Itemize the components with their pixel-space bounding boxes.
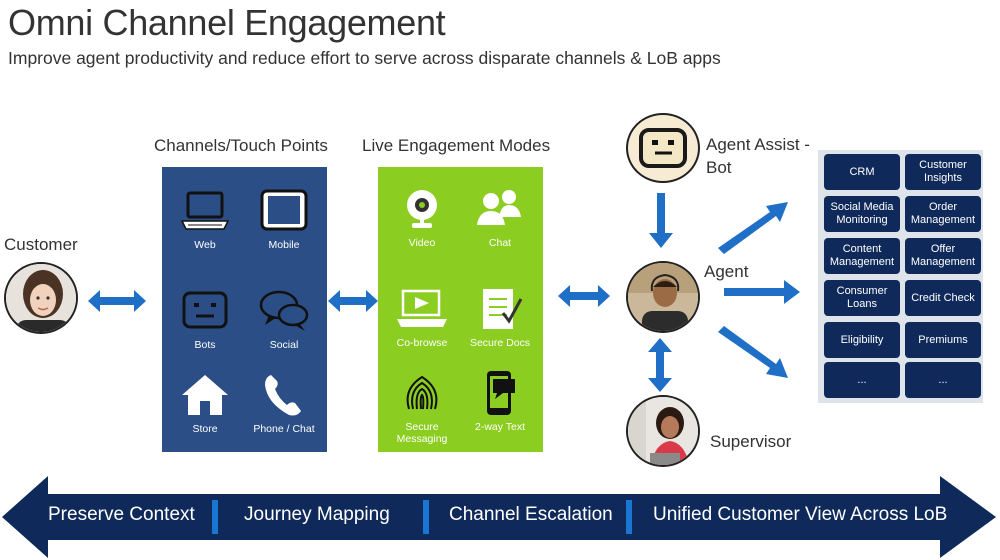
- lob-offer-management: Offer Management: [905, 238, 981, 274]
- agent-apps-arrow-right: [724, 280, 800, 304]
- capabilities-band: [2, 476, 996, 558]
- band-journey-mapping: Journey Mapping: [244, 504, 390, 525]
- channels-heading: Channels/Touch Points: [154, 136, 328, 155]
- customer-label: Customer: [4, 235, 78, 254]
- mode-secure-messaging-label: Secure Messaging: [396, 421, 448, 445]
- channel-mobile: Mobile: [244, 177, 324, 267]
- page-subtitle: Improve agent productivity and reduce ef…: [8, 48, 721, 68]
- agent-avatar: [626, 261, 700, 333]
- channel-phone-chat: Phone / Chat: [244, 361, 324, 451]
- lob-more-2: ...: [905, 362, 981, 398]
- smartphone-text-icon: [487, 371, 515, 415]
- channel-bots: Bots: [165, 277, 245, 367]
- house-icon: [182, 375, 228, 415]
- phone-icon: [265, 375, 301, 416]
- agent-assist-label: Agent Assist - Bot: [706, 135, 810, 177]
- mode-chat: Chat: [460, 175, 540, 265]
- cobrowse-icon: [397, 289, 447, 327]
- band-separator: [626, 500, 632, 534]
- fingerprint-icon: [406, 375, 438, 410]
- channel-store: Store: [165, 361, 245, 451]
- channel-web-label: Web: [194, 239, 216, 251]
- lob-order-management: Order Management: [905, 196, 981, 232]
- supervisor-label: Supervisor: [710, 432, 792, 451]
- agent-apps-arrow-up: [718, 202, 788, 254]
- lob-consumer-loans: Consumer Loans: [824, 280, 900, 316]
- lob-customer-insights: Customer Insights: [905, 154, 981, 190]
- chat-people-icon: [477, 190, 521, 225]
- band-separator: [423, 500, 429, 534]
- lob-apps-panel: [818, 150, 983, 403]
- channel-web: Web: [165, 177, 245, 267]
- lob-credit-check: Credit Check: [905, 280, 981, 316]
- lob-more-1: ...: [824, 362, 900, 398]
- mode-chat-label: Chat: [488, 237, 512, 249]
- channel-mobile-label: Mobile: [268, 239, 300, 251]
- band-unified-customer-view: Unified Customer View Across LoB: [653, 504, 948, 525]
- tablet-icon: [260, 189, 308, 231]
- channels-modes-arrow: [328, 290, 378, 312]
- checklist-doc-icon: [483, 289, 523, 329]
- modes-agent-arrow: [558, 285, 610, 307]
- mode-secure-docs: Secure Docs: [460, 275, 540, 365]
- customer-channels-arrow: [88, 290, 146, 312]
- channels-panel: Web Mobile Bots Social Store: [162, 167, 327, 452]
- agent-apps-arrow-down: [718, 326, 788, 378]
- mode-secure-docs-label: Secure Docs: [469, 337, 531, 349]
- speech-bubbles-icon: [259, 290, 309, 331]
- channel-bots-label: Bots: [194, 339, 216, 351]
- band-preserve-context: Preserve Context: [48, 504, 195, 525]
- lob-eligibility: Eligibility: [824, 322, 900, 358]
- mode-2way-text: 2-way Text: [460, 359, 540, 449]
- lob-social-media-monitoring: Social Media Monitoring: [824, 196, 900, 232]
- lob-premiums: Premiums: [905, 322, 981, 358]
- agent-label: Agent: [704, 262, 749, 281]
- agent-assist-bot-avatar: [626, 113, 700, 183]
- mode-video-label: Video: [408, 237, 436, 249]
- lob-crm: CRM: [824, 154, 900, 190]
- mode-2way-text-label: 2-way Text: [475, 421, 525, 433]
- channel-social: Social: [244, 277, 324, 367]
- band-separator: [212, 500, 218, 534]
- laptop-icon: [180, 191, 230, 230]
- page-title: Omni Channel Engagement: [8, 2, 446, 43]
- modes-heading: Live Engagement Modes: [362, 136, 551, 155]
- mode-cobrowse: Co-browse: [382, 275, 462, 365]
- channel-store-label: Store: [192, 423, 218, 435]
- mode-cobrowse-label: Co-browse: [396, 337, 448, 349]
- lob-content-management: Content Management: [824, 238, 900, 274]
- band-channel-escalation: Channel Escalation: [449, 504, 613, 525]
- bot-icon: [182, 291, 228, 329]
- modes-panel: Video Chat Co-browse Secure Docs: [378, 167, 543, 452]
- channel-phone-chat-label: Phone / Chat: [253, 423, 315, 435]
- bot-agent-arrow: [649, 193, 673, 248]
- webcam-icon: [407, 190, 437, 228]
- channel-social-label: Social: [269, 339, 299, 351]
- mode-secure-messaging: Secure Messaging: [382, 359, 462, 449]
- mode-video: Video: [382, 175, 462, 265]
- supervisor-avatar: [626, 395, 700, 467]
- agent-supervisor-arrow: [648, 338, 672, 392]
- customer-avatar: [4, 262, 78, 334]
